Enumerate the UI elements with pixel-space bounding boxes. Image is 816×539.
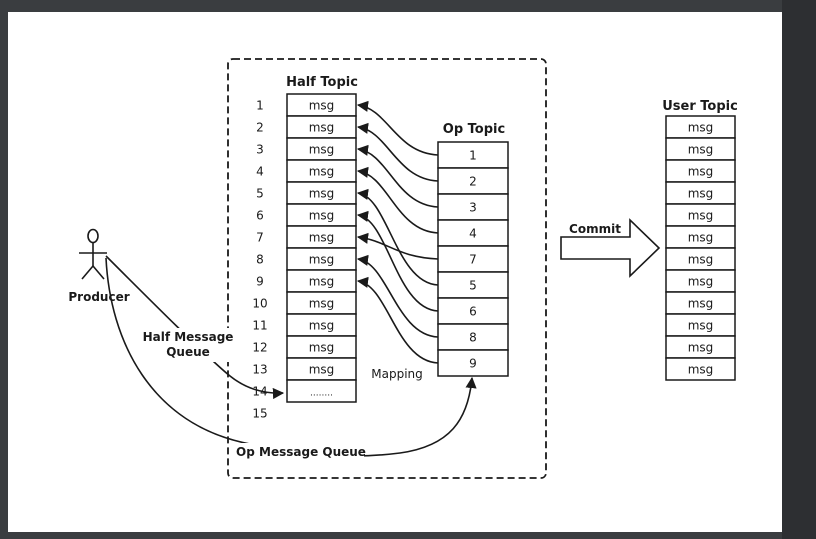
commit-label: Commit [569, 222, 621, 236]
half-topic-row-number: 1 [256, 99, 264, 113]
user-topic-cell [665, 357, 736, 381]
op-topic-cell [437, 193, 509, 221]
half-topic-row-number: 2 [256, 121, 264, 135]
half-topic-column: msg msg msg msg msg msg msg msg msg msg msg msg msg.… [286, 93, 357, 403]
op-queue-label: Op Message Queue [236, 445, 366, 459]
op-topic-title: Op Topic [443, 122, 505, 137]
user-topic-title: User Topic [662, 99, 738, 114]
half-topic-row-number: 9 [256, 275, 264, 289]
half-topic-title: Half Topic [286, 75, 358, 90]
mapping-arrows [356, 100, 439, 364]
user-topic-cell-text: msg [688, 253, 714, 267]
half-topic-cell-text: msg [309, 99, 335, 113]
half-topic-cell-text: msg [309, 143, 335, 157]
window-edge [782, 0, 816, 539]
half-queue-label-line1: Half Message [143, 330, 234, 344]
op-topic-cell [437, 219, 509, 247]
half-topic-cell-text: msg [309, 363, 335, 377]
half-topic-cell-text: msg [309, 165, 335, 179]
op-topic-cell [437, 349, 509, 377]
op-topic-cell-text: 9 [469, 357, 477, 371]
op-topic-cell-text: 5 [469, 279, 477, 293]
half-topic-cell-text: ........ [310, 389, 333, 399]
half-topic-cell-text: msg [309, 341, 335, 355]
half-topic-cell-text: msg [309, 209, 335, 223]
mapping-arrow [356, 254, 439, 338]
user-topic-cell-text: msg [688, 187, 714, 201]
producer-label: Producer [68, 290, 129, 304]
half-topic-cell-text: msg [309, 187, 335, 201]
half-topic-row-number: 6 [256, 209, 264, 223]
half-topic-row-number: 8 [256, 253, 264, 267]
user-topic-column: msg msg msg msg msg msg msg msg msg msg msg msg [665, 115, 736, 381]
user-topic-cell-text: msg [688, 297, 714, 311]
half-topic-row-number: 10 [252, 297, 267, 311]
half-topic-row-number: 4 [256, 165, 264, 179]
op-topic-cell-text: 8 [469, 331, 477, 345]
mapping-arrow [356, 144, 439, 208]
op-topic-cell-text: 4 [469, 227, 477, 241]
half-topic-row-number: 3 [256, 143, 264, 157]
op-topic-cell-text: 6 [469, 305, 477, 319]
user-topic-cell-text: msg [688, 165, 714, 179]
user-topic-cell-text: msg [688, 121, 714, 135]
op-queue-label-bg [238, 443, 364, 460]
half-topic-cell-text: msg [309, 275, 335, 289]
op-topic-cell-text: 3 [469, 201, 477, 215]
half-topic-row-number: 15 [252, 407, 267, 421]
broker-boundary [227, 58, 547, 479]
half-topic-cell-text: msg [309, 121, 335, 135]
op-topic-cell [437, 297, 509, 325]
user-topic-cell-text: msg [688, 143, 714, 157]
mapping-arrow [356, 232, 439, 260]
half-topic-cell-text: msg [309, 319, 335, 333]
mapping-label: Mapping [371, 367, 423, 381]
mapping-arrow [356, 100, 439, 156]
op-topic-cell-text: 2 [469, 175, 477, 189]
user-topic-cell-text: msg [688, 231, 714, 245]
mapping-arrow [356, 210, 439, 312]
user-topic-cell-text: msg [688, 209, 714, 223]
mapping-arrow [356, 276, 439, 364]
user-topic-cell-text: msg [688, 341, 714, 355]
commit-arrow [560, 218, 661, 278]
diagram-canvas [8, 12, 782, 532]
half-topic-cell-text: msg [309, 297, 335, 311]
half-queue-label-bg [140, 328, 235, 362]
half-topic-row-number: 12 [252, 341, 267, 355]
mapping-arrow [356, 166, 439, 234]
half-topic-cell-text: msg [309, 231, 335, 245]
half-topic-row-number: 13 [252, 363, 267, 377]
half-topic-row-number: 11 [252, 319, 267, 333]
user-topic-cell-text: msg [688, 363, 714, 377]
user-topic-cell-text: msg [688, 319, 714, 333]
half-topic-row-number: 5 [256, 187, 264, 201]
op-topic-cell [437, 271, 509, 299]
op-topic-column: 1 2 3 4 7 5 6 8 9 [437, 141, 509, 377]
half-topic-row-number: 7 [256, 231, 264, 245]
producer-actor-icon [79, 228, 107, 280]
half-topic-cell [286, 379, 357, 403]
half-topic-cell-text: msg [309, 253, 335, 267]
op-topic-cell-text: 7 [469, 253, 477, 267]
op-topic-cell-text: 1 [469, 149, 477, 163]
mapping-arrow [356, 122, 439, 182]
half-queue-label-line2: Queue [166, 345, 210, 359]
mapping-arrow [356, 188, 439, 286]
user-topic-cell-text: msg [688, 275, 714, 289]
half-message-arrow [105, 255, 285, 400]
